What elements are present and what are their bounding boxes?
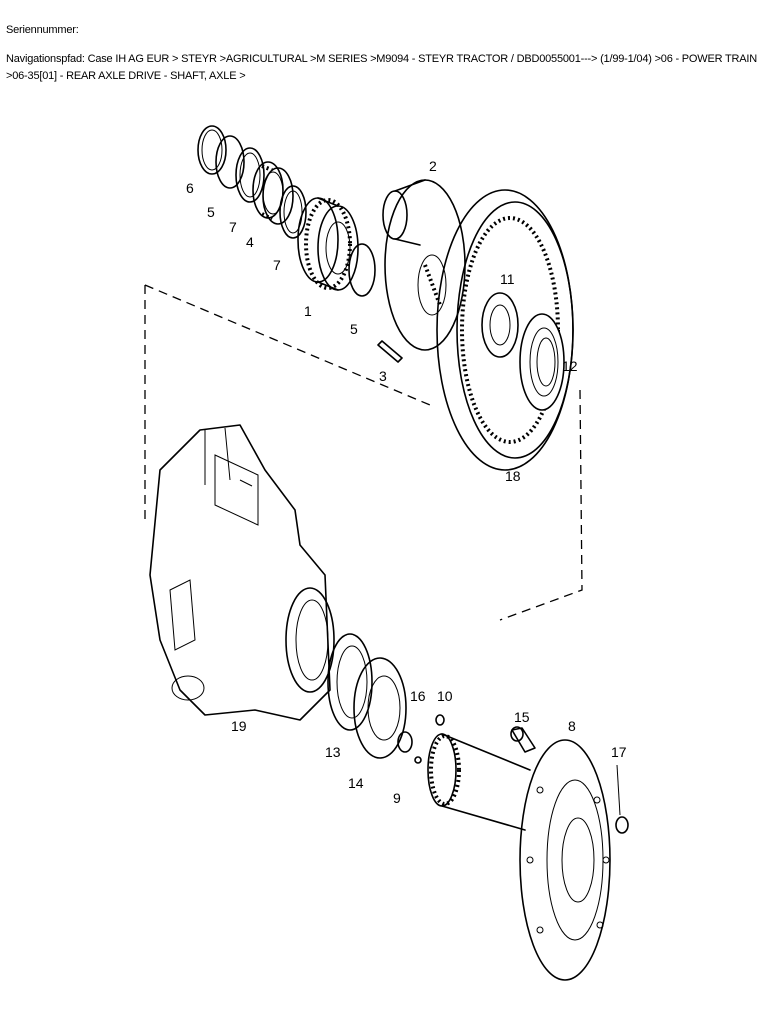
callout-11: 11: [500, 271, 515, 287]
part-7-ring-upper[interactable]: [235, 147, 265, 203]
callout-1: 1: [304, 303, 312, 319]
part-4-needle-bearing[interactable]: [252, 161, 294, 225]
callout-15: 15: [514, 709, 530, 725]
callout-16: 16: [410, 688, 426, 704]
part-17-nut[interactable]: [615, 764, 629, 834]
callout-7-upper: 7: [229, 219, 237, 235]
callout-13: 13: [325, 744, 341, 760]
callout-12: 12: [562, 358, 578, 374]
callout-10: 10: [437, 688, 453, 704]
callout-8: 8: [568, 718, 576, 734]
part-8-axle-shaft[interactable]: [427, 733, 611, 981]
callout-3: 3: [379, 368, 387, 384]
callout-17: 17: [611, 744, 627, 760]
part-1-gear[interactable]: [297, 197, 359, 291]
part-6-snap-ring[interactable]: [197, 125, 227, 175]
part-18-ring-gear[interactable]: [436, 189, 574, 471]
part-2-planet-carrier[interactable]: [382, 179, 466, 351]
serial-number-label: Seriennummer:: [6, 24, 79, 36]
callout-7-lower: 7: [273, 257, 281, 273]
callout-18: 18: [505, 468, 521, 484]
navigation-path[interactable]: Navigationspfad: Case IH AG EUR > STEYR …: [6, 53, 758, 82]
part-19-axle-housing[interactable]: [149, 424, 335, 721]
part-12-bearing[interactable]: [519, 313, 565, 411]
callout-5-lower: 5: [350, 321, 358, 337]
callout-2: 2: [429, 158, 437, 174]
part-13-seal[interactable]: [327, 633, 373, 731]
part-3-pin[interactable]: [377, 340, 403, 363]
callout-14: 14: [348, 775, 364, 791]
part-9-ball[interactable]: [414, 756, 422, 764]
part-7-ring-lower[interactable]: [279, 185, 307, 239]
callout-5-upper: 5: [207, 204, 215, 220]
callout-4: 4: [246, 234, 254, 250]
callout-6: 6: [186, 180, 194, 196]
part-5-ring-lower[interactable]: [348, 243, 376, 297]
part-16-sleeve[interactable]: [397, 731, 413, 753]
part-10-key[interactable]: [435, 714, 445, 726]
page-header: Seriennummer: Navigationspfad: Case IH A…: [6, 22, 762, 85]
callout-9: 9: [393, 790, 401, 806]
callout-19: 19: [231, 718, 247, 734]
part-15-wheel-bolt[interactable]: [510, 726, 536, 753]
part-14-spacer[interactable]: [353, 657, 407, 759]
part-11-sleeve[interactable]: [481, 292, 519, 358]
part-5-ring-upper[interactable]: [215, 135, 245, 189]
assembly-dashed-outline: [144, 284, 583, 621]
